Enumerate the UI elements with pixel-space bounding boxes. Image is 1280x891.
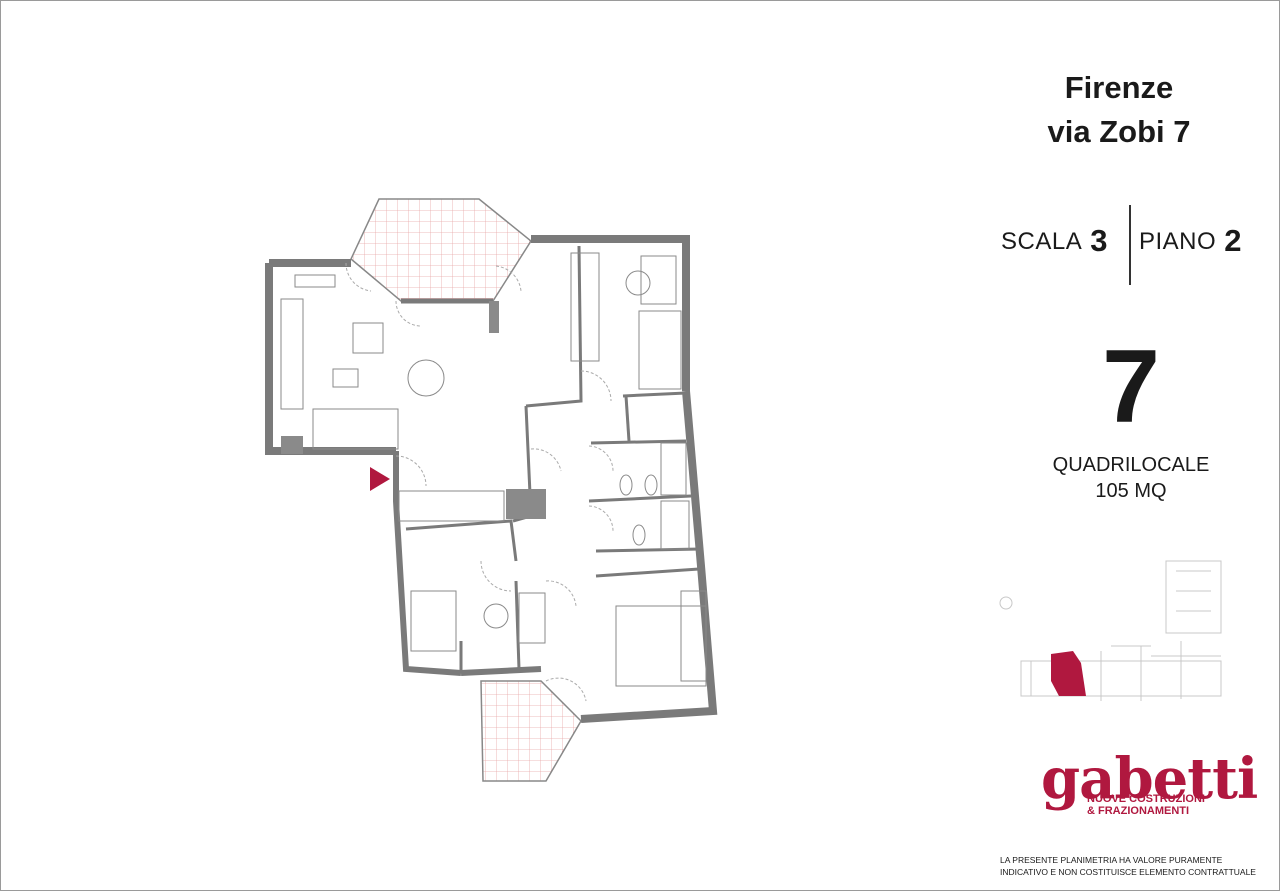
gabetti-logo: gabetti NUOVE COSTRUZIONI & FRAZIONAMENT… (1031, 749, 1258, 821)
scala-label: SCALA (1001, 228, 1083, 255)
piano-value: 2 (1224, 223, 1242, 258)
entrance-arrow-icon (370, 467, 390, 491)
disclaimer: LA PRESENTE PLANIMETRIA HA VALORE PURAME… (1000, 854, 1256, 878)
walls (265, 235, 718, 723)
piano-label: PIANO (1139, 228, 1217, 255)
unit-type: QUADRILOCALE (1052, 454, 1210, 476)
balcony-top (350, 198, 532, 302)
address-title: via Zobi 7 (1047, 114, 1191, 149)
disclaimer-line-2: INDICATIVO E NON COSTITUISCE ELEMENTO CO… (1000, 867, 1256, 877)
highlighted-unit-shape (1051, 651, 1086, 696)
balcony-bottom (480, 680, 582, 782)
scala-value: 3 (1090, 223, 1108, 258)
logo-subline-1: NUOVE COSTRUZIONI (1087, 793, 1205, 805)
apartment-floor-plan (265, 198, 718, 782)
door-swings (345, 262, 614, 702)
wall-fills (281, 301, 546, 519)
disclaimer-line-1: LA PRESENTE PLANIMETRIA HA VALORE PURAME… (1000, 855, 1223, 865)
logo-wordmark: gabetti (1041, 746, 1258, 812)
unit-area: 105 MQ (1095, 480, 1167, 502)
logo-subline-2: & FRAZIONAMENTI (1087, 805, 1190, 817)
furniture (280, 252, 707, 687)
city-title: Firenze (1064, 70, 1174, 105)
scala-info: SCALA 3 (1001, 223, 1108, 259)
info-divider (1129, 205, 1131, 285)
unit-number: 7 (1102, 329, 1160, 445)
piano-info: PIANO 2 (1139, 223, 1242, 259)
location-key-map (999, 560, 1222, 701)
